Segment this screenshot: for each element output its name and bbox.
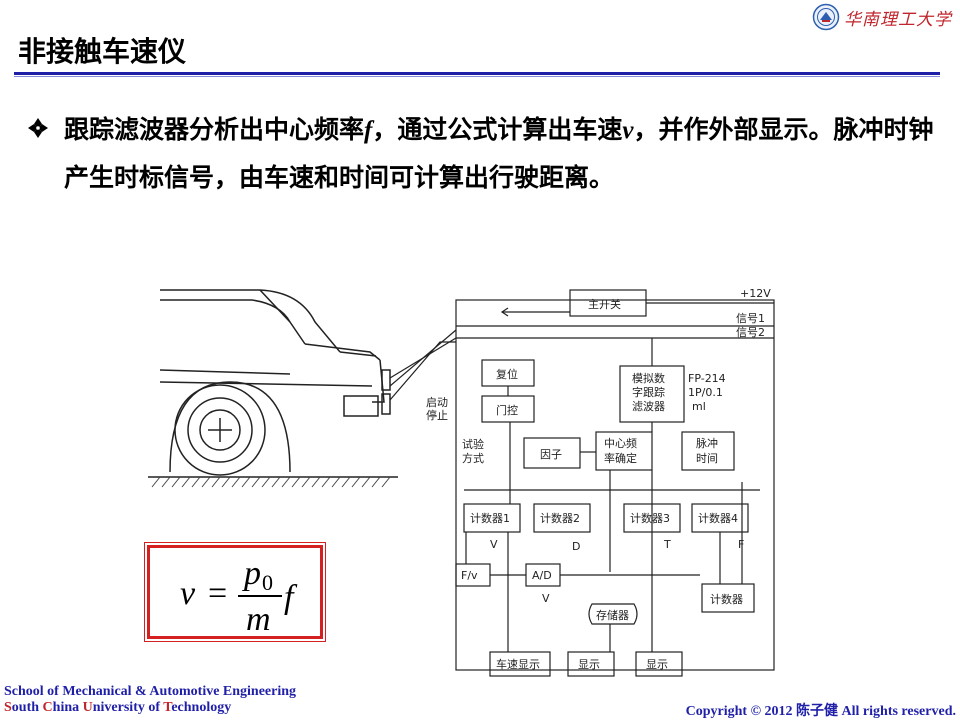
label-reset: 复位	[496, 367, 518, 381]
bullet-text-seg3: ，并作外部显示。脉冲时钟产生时标信号，由车速和时间可计算出行驶距离。	[64, 115, 934, 192]
footer-word: niversity of	[92, 700, 164, 715]
formula-box: v = p 0 m f	[144, 542, 326, 642]
block-diagram	[389, 289, 775, 677]
ground-hatch	[151, 476, 391, 488]
label-fv: F/v	[461, 569, 478, 582]
label-display2: 显示	[646, 658, 668, 671]
label-pulse-2: 时间	[696, 452, 718, 465]
copyright-name: 陈子健	[796, 704, 839, 719]
university-name: 华南理工大学	[844, 9, 952, 30]
label-main-switch: 主开关	[588, 297, 621, 311]
footer-initial: S	[4, 700, 12, 715]
label-filter-2: 字跟踪	[632, 385, 665, 399]
university-seal-icon	[812, 3, 840, 31]
label-f: F	[738, 538, 744, 551]
university-logo: 华南理工大学	[812, 2, 952, 32]
label-storage: 存储器	[596, 608, 629, 622]
footer-school-line1: School of Mechanical & Automotive Engine…	[4, 684, 297, 699]
label-gate: 门控	[496, 403, 518, 417]
diamond-bullet-icon	[28, 118, 48, 138]
variable-f: f	[364, 117, 373, 144]
label-stop: 停止	[426, 408, 448, 422]
footer-copyright: Copyright © 2012 陈子健 All rights reserved…	[686, 700, 956, 720]
copyright-suffix: All rights reserved.	[838, 704, 956, 719]
label-signal1: 信号1	[736, 312, 765, 325]
label-ad: A/D	[532, 569, 552, 582]
label-v: V	[490, 538, 498, 551]
label-counter1: 计数器1	[470, 512, 510, 525]
car-illustration	[148, 289, 398, 478]
label-display1: 显示	[578, 658, 600, 671]
footer-word: hina	[52, 700, 83, 715]
label-counter3: 计数器3	[630, 512, 670, 525]
footer-school-line2: South China University of Technology	[4, 700, 296, 716]
label-start: 启动	[426, 396, 448, 409]
title-divider-thin	[14, 76, 940, 77]
label-mode: 方式	[462, 451, 484, 465]
footer-school: School of Mechanical & Automotive Engine…	[4, 684, 296, 716]
label-t: T	[663, 538, 671, 551]
label-12v: +12V	[740, 287, 771, 300]
formula-subscript: 0	[262, 570, 273, 595]
label-pulse-1: 脉冲	[696, 436, 718, 450]
copyright-prefix: Copyright © 2012	[685, 704, 797, 719]
bullet-text-seg1: 跟踪滤波器分析出中心频率	[64, 115, 365, 144]
label-fp-3: ml	[692, 400, 706, 413]
label-counter4: 计数器4	[698, 512, 738, 525]
diagram-labels: 主开关 +12V 信号1 信号2 复位 门控 启动 停止 试验 方式 模拟数 字…	[426, 287, 771, 671]
footer-initial: U	[82, 700, 93, 715]
speed-formula: v = p 0 m f	[180, 555, 298, 638]
label-filter-3: 滤波器	[632, 400, 665, 413]
label-counter2: 计数器2	[540, 512, 580, 525]
variable-v: v	[622, 117, 634, 144]
formula-equals: =	[208, 575, 227, 612]
label-factor: 因子	[540, 448, 562, 461]
formula-rhs: f	[284, 579, 298, 616]
footer-word: echnology	[171, 700, 232, 715]
label-signal2: 信号2	[736, 326, 765, 339]
formula-numerator: p	[242, 555, 261, 592]
label-filter-1: 模拟数	[632, 371, 665, 385]
formula-denominator: m	[246, 601, 271, 636]
page-title: 非接触车速仪	[18, 35, 187, 68]
title-divider	[14, 72, 940, 75]
footer-initial: C	[42, 700, 53, 715]
formula-lhs: v	[180, 575, 196, 612]
label-speed-display: 车速显示	[496, 657, 540, 671]
label-counter: 计数器	[710, 593, 743, 606]
speedometer-figure: 主开关 +12V 信号1 信号2 复位 门控 启动 停止 试验 方式 模拟数 字…	[148, 287, 775, 677]
label-center-2: 率确定	[604, 451, 637, 465]
footer-initial: T	[163, 700, 172, 715]
label-d: D	[572, 540, 580, 553]
label-test: 试验	[462, 437, 484, 451]
label-fp-1: FP-214	[688, 372, 726, 385]
bullet-text-seg2: ，通过公式计算出车速	[372, 115, 623, 144]
bullet-paragraph: 跟踪滤波器分析出中心频率f，通过公式计算出车速v，并作外部显示。脉冲时钟产生时标…	[26, 106, 936, 201]
bullet-text: 跟踪滤波器分析出中心频率f，通过公式计算出车速v，并作外部显示。脉冲时钟产生时标…	[64, 106, 936, 201]
label-v2: V	[542, 592, 550, 605]
footer-word: outh	[11, 700, 43, 715]
label-fp-2: 1P/0.1	[688, 386, 723, 399]
label-center-1: 中心频	[604, 436, 637, 450]
